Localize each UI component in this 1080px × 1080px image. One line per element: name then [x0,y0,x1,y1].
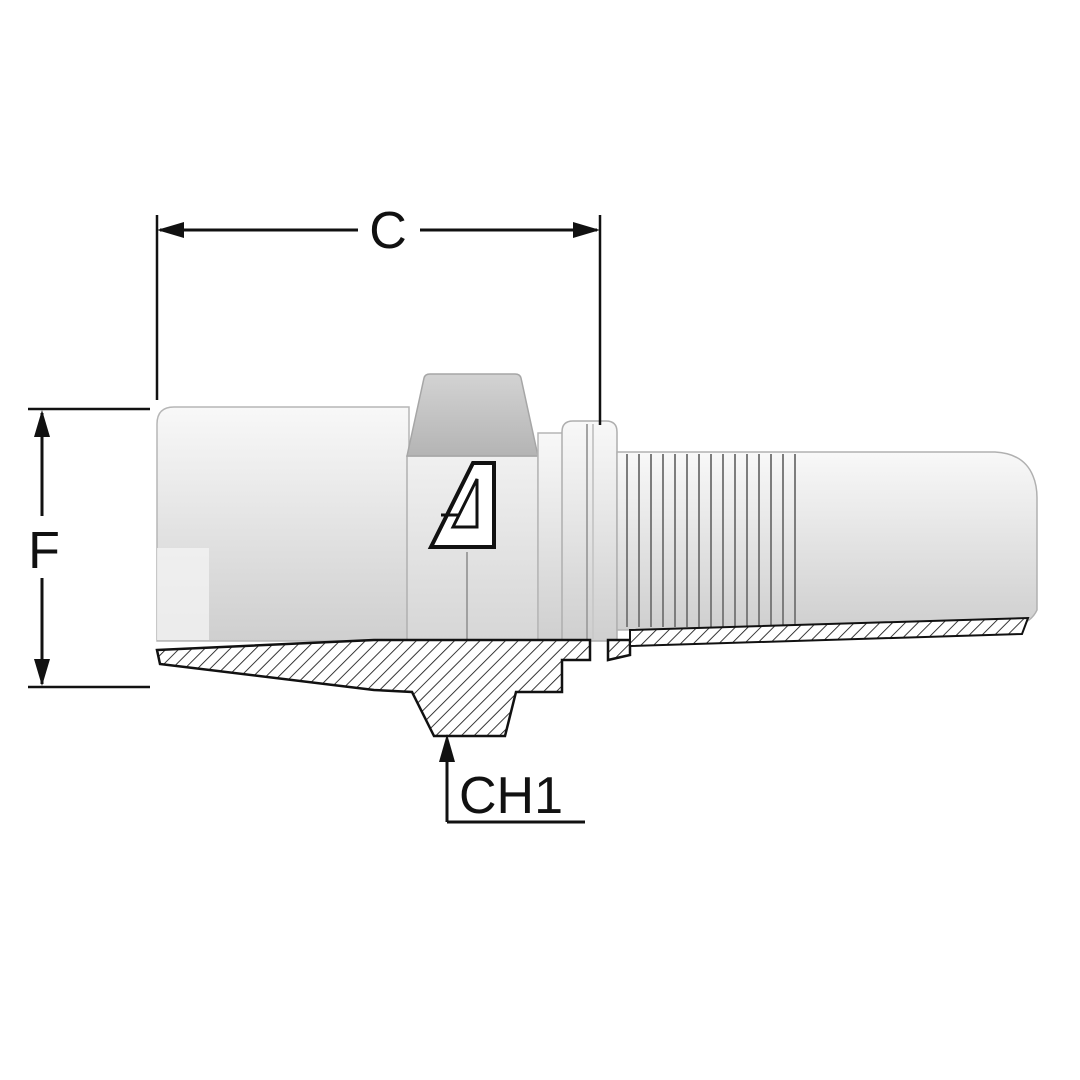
dimension-ch1: CH1 [439,734,585,825]
section-collar-step [606,638,632,662]
section-main [155,638,592,738]
dimension-c-label-mask [358,198,420,262]
dimension-c-arrow-right-icon [573,222,600,238]
dimension-ch1-label: CH1 [459,767,563,825]
dimension-f-arrow-up-icon [34,410,50,437]
dimension-ch1-arrow-up-icon [439,734,455,762]
hose-tail-serrations [626,454,796,627]
manufacturer-logo [427,461,496,549]
dimension-f-arrow-down-icon [34,659,50,686]
dimension-c: C [155,198,602,425]
body-left-cylinder [156,406,410,642]
dimension-c-arrow-left-icon [157,222,184,238]
hose-tail [616,451,1038,631]
section-tail-band [629,616,1030,648]
dimension-c-label: C [369,202,407,260]
fitting-body [156,373,1038,642]
dimension-f: F [13,407,150,689]
body-neck [537,432,565,642]
hex-nut-top-facet [406,373,539,457]
collar [561,420,618,642]
dimension-f-label: F [28,522,60,580]
dimension-f-label-mask [13,516,73,578]
logo-inner-shape [450,478,479,529]
section-hatch [155,616,1030,738]
body-highlight [157,548,209,640]
